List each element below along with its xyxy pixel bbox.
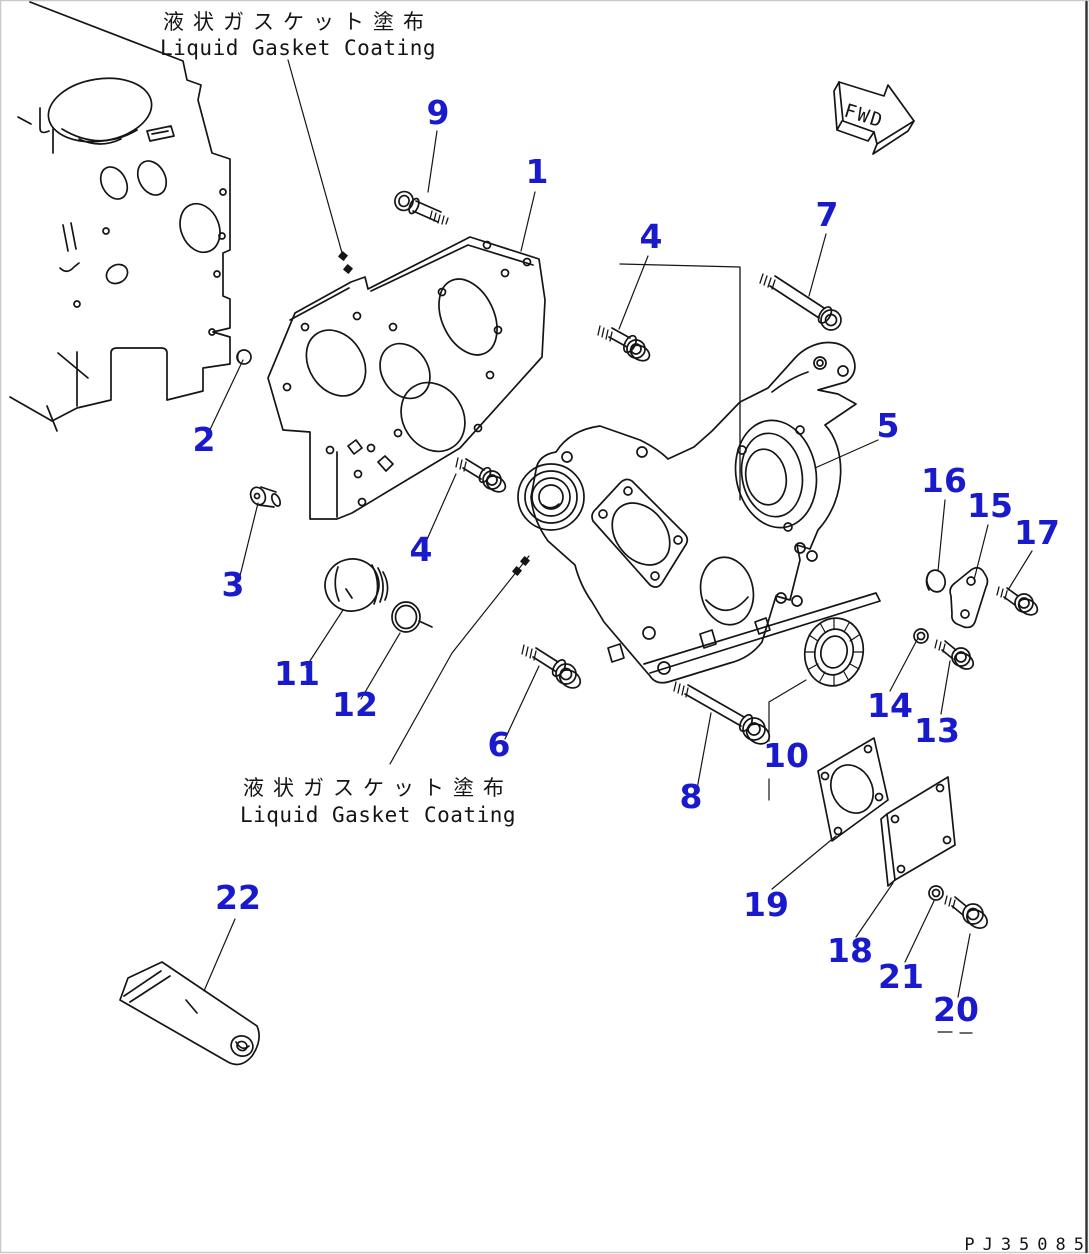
callout-12[interactable]: 12 [332,685,378,724]
part-10-oil-seal-drawing [803,617,865,687]
callout-18[interactable]: 18 [827,931,873,970]
callout-22[interactable]: 22 [215,878,261,917]
part-3-plug-drawing [249,486,282,508]
part-8-bolt-drawing [673,681,771,745]
callout-1[interactable]: 1 [526,152,549,191]
callout-19[interactable]: 19 [743,885,789,924]
part-20-bolt-drawing [937,895,988,1034]
callout-4-top[interactable]: 4 [640,217,663,256]
liquid-gasket-leaders [287,59,530,765]
note-top-en: Liquid Gasket Coating [160,36,436,60]
fwd-arrow: FWD [833,81,915,155]
part-21-washer-drawing [928,885,944,901]
part-5-front-cover-drawing [517,263,881,684]
part-19-square-gasket-drawing [817,737,889,842]
fwd-label: FWD [842,100,887,133]
part-13-bolt-drawing [934,639,975,670]
callout-5[interactable]: 5 [877,406,900,445]
part-22-liquid-gasket-tube-drawing [119,961,260,1066]
callout-15[interactable]: 15 [967,486,1013,525]
drawing-number: PJ35085 [964,1235,1090,1254]
callouts-group: 9 1 4 7 2 3 11 12 4 5 16 15 17 6 8 10 14… [193,93,1060,1029]
part-15-cover-plate-drawing [949,566,989,629]
part-11-plug-drawing [324,558,389,612]
callout-11[interactable]: 11 [274,654,320,693]
part-6-bolt-drawing [521,644,582,689]
note-top-jp: 液状ガスケット塗布 [163,10,433,34]
part-9-bolt-drawing [394,190,449,225]
part-14-washer-drawing [913,628,929,644]
part-12-oring-drawing [391,601,433,633]
callout-3[interactable]: 3 [222,565,245,604]
callout-6[interactable]: 6 [488,725,511,764]
part-7-bolt-drawing [759,273,842,331]
part-18-square-cover-drawing [880,776,956,887]
callout-14[interactable]: 14 [867,686,913,725]
part-4-bolt-lower-drawing [455,457,507,493]
coating-notes: 液状ガスケット塗布 Liquid Gasket Coating 液状ガスケット塗… [160,10,516,827]
callout-17[interactable]: 17 [1014,513,1060,552]
part-1-gasket-drawing [267,236,546,520]
part-4-bolt-top-drawing [597,325,651,362]
callout-2[interactable]: 2 [193,420,216,459]
callout-leader-lines [203,130,1033,998]
callout-13[interactable]: 13 [914,711,960,750]
note-bottom-en: Liquid Gasket Coating [240,803,516,827]
part-17-bolt-drawing [996,586,1039,616]
callout-4-lower[interactable]: 4 [410,530,433,569]
callout-21[interactable]: 21 [878,957,924,996]
callout-9[interactable]: 9 [427,93,450,132]
callout-20[interactable]: 20 [933,990,979,1029]
callout-10[interactable]: 10 [763,736,809,775]
part-16-cup-plug-drawing [925,569,946,593]
note-bottom-jp: 液状ガスケット塗布 [243,776,513,800]
part-2-dowel-pin-drawing [236,349,252,365]
engine-block-drawing [9,1,231,432]
callout-7[interactable]: 7 [816,195,839,234]
callout-8[interactable]: 8 [680,777,703,816]
callout-16[interactable]: 16 [921,461,967,500]
